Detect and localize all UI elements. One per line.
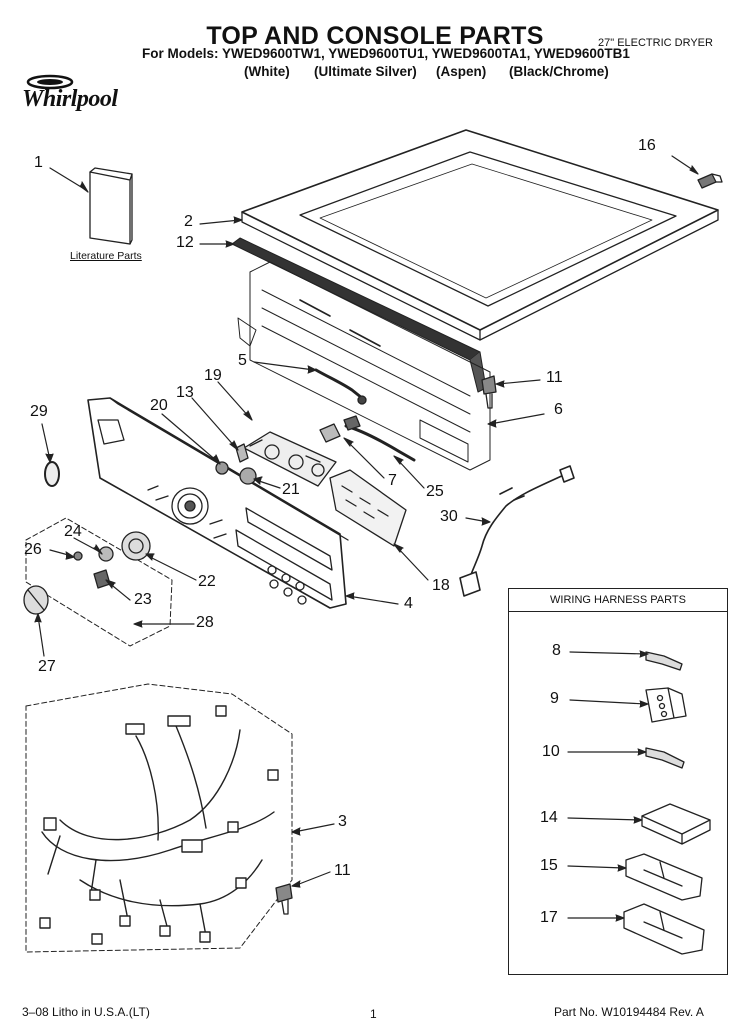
knob-group-28 [25, 517, 173, 647]
callout-10: 10 [542, 743, 560, 760]
part-21 [239, 467, 257, 485]
footer-part-number: Part No. W10194484 Rev. A [554, 1005, 704, 1019]
callout-15: 15 [540, 857, 558, 874]
screw-11-bottom [275, 883, 293, 915]
callout-11-bottom: 11 [334, 862, 351, 879]
callout-27: 27 [38, 658, 56, 675]
color-aspen: (Aspen) [436, 64, 487, 79]
connector-9 [645, 687, 687, 723]
callout-16: 16 [638, 137, 656, 154]
callout-17: 17 [540, 909, 558, 926]
terminal-8 [645, 651, 683, 671]
control-board-19 [243, 431, 337, 487]
callout-2: 2 [184, 213, 193, 230]
callout-14: 14 [540, 809, 558, 826]
callout-9: 9 [550, 690, 559, 707]
callout-12: 12 [176, 234, 194, 251]
callout-23: 23 [134, 591, 152, 608]
callout-29: 29 [30, 403, 48, 420]
callout-3: 3 [338, 813, 347, 830]
page-subtitle: 27" ELECTRIC DRYER [598, 37, 713, 49]
callout-7: 7 [388, 472, 397, 489]
literature-booklet [89, 167, 133, 245]
main-harness-3 [39, 705, 279, 945]
bracket-7 [319, 423, 341, 443]
callout-20: 20 [150, 397, 168, 414]
knob-27 [23, 585, 49, 615]
part-26 [73, 551, 83, 561]
callout-8: 8 [552, 642, 561, 659]
connector-14 [641, 803, 711, 845]
callout-11-top: 11 [546, 369, 563, 386]
leader-lines [34, 155, 699, 922]
main-harness-boundary [25, 683, 293, 953]
callout-4: 4 [404, 595, 413, 612]
dryer-top-panel [241, 129, 719, 341]
wiring-harness-parts-box: WIRING HARNESS PARTS [508, 588, 728, 975]
wire-5 [314, 368, 364, 400]
console-frame [237, 261, 491, 471]
models-line: For Models: YWED9600TW1, YWED9600TU1, YW… [142, 46, 630, 61]
part-22 [121, 531, 151, 561]
screw-16 [697, 173, 723, 189]
callout-25: 25 [426, 483, 444, 500]
callout-26: 26 [24, 541, 42, 558]
callout-30: 30 [440, 508, 458, 525]
color-black-chrome: (Black/Chrome) [509, 64, 609, 79]
console-panel [87, 397, 349, 609]
footer-litho: 3–08 Litho in U.S.A.(LT) [22, 1005, 150, 1019]
callout-6: 6 [554, 401, 563, 418]
callout-22: 22 [198, 573, 216, 590]
callout-19: 19 [204, 367, 222, 384]
callout-5: 5 [238, 352, 247, 369]
harness-30 [459, 465, 575, 597]
connector-17 [623, 903, 705, 955]
part-29 [44, 461, 60, 487]
screw-11-top [481, 375, 497, 409]
page-title: TOP AND CONSOLE PARTS [206, 22, 544, 50]
literature-parts-label: Literature Parts [70, 250, 142, 262]
footer-page-number: 1 [370, 1007, 377, 1021]
color-white: (White) [244, 64, 290, 79]
part-24 [98, 546, 114, 562]
callout-18: 18 [432, 577, 450, 594]
connector-15 [625, 853, 703, 901]
part-13 [235, 443, 249, 463]
callout-1: 1 [34, 154, 43, 171]
part-20 [215, 461, 229, 475]
color-ultimate-silver: (Ultimate Silver) [314, 64, 417, 79]
brand-swoosh-icon [26, 74, 74, 90]
brand-logo: Whirlpool [22, 86, 118, 112]
callout-28: 28 [196, 614, 214, 631]
part-23 [93, 569, 111, 589]
callout-13: 13 [176, 384, 194, 401]
wire-25 [344, 424, 416, 462]
terminal-10 [645, 747, 685, 769]
wiring-harness-parts-title: WIRING HARNESS PARTS [509, 589, 727, 612]
callout-24: 24 [64, 523, 82, 540]
callout-21: 21 [282, 481, 300, 498]
display-board-18 [329, 469, 407, 547]
